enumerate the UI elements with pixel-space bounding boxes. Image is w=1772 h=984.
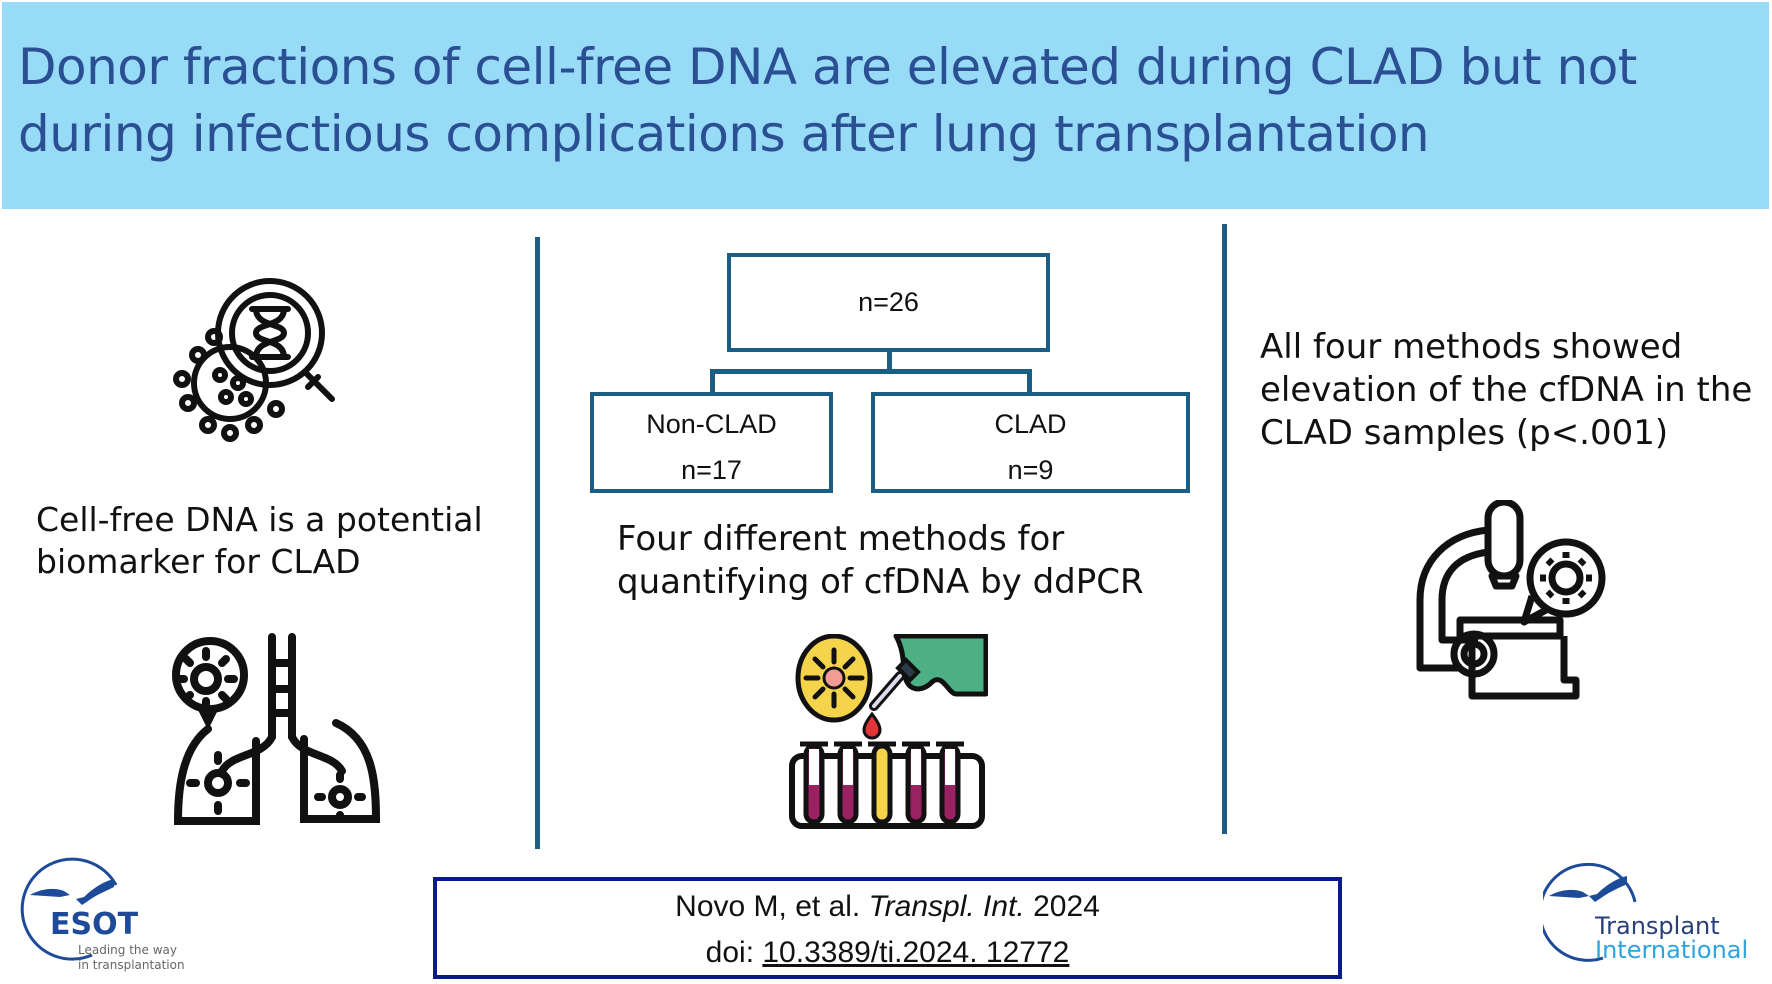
connector-stem xyxy=(887,351,892,372)
connector-bar xyxy=(710,369,1032,374)
title-banner xyxy=(2,2,1769,209)
ti-line-1: Transplant xyxy=(1595,912,1720,940)
citation-year: 2024 xyxy=(1024,890,1100,923)
microscope-virus-icon xyxy=(1416,500,1606,700)
divider-right xyxy=(1222,224,1227,834)
ti-hands-circle-icon xyxy=(1543,862,1637,962)
connector-left-drop xyxy=(710,369,715,394)
left-text-line-2: biomarker for CLAD xyxy=(36,542,361,581)
non-clad-count: n=17 xyxy=(681,455,742,485)
citation-journal: Transpl. Int. xyxy=(868,890,1025,923)
doi-link[interactable]: 10.3389/ti.2024. 12772 xyxy=(762,936,1070,969)
left-text: Cell-free DNA is a potential biomarker f… xyxy=(36,499,483,583)
doi-line: doi: 10.3389/ti.2024. 12772 xyxy=(437,930,1338,976)
title-line-1: Donor fractions of cell-free DNA are ele… xyxy=(18,38,1637,96)
ti-line-2: International xyxy=(1595,936,1749,964)
flowchart-root-box: n=26 xyxy=(727,253,1050,352)
non-clad-box: Non-CLAD n=17 xyxy=(590,392,833,493)
center-text-line-1: Four different methods for xyxy=(617,519,1065,559)
root-count: n=26 xyxy=(858,287,919,317)
left-text-line-1: Cell-free DNA is a potential xyxy=(36,500,483,539)
divider-left xyxy=(535,237,540,849)
clad-count: n=9 xyxy=(1007,455,1054,485)
esot-tagline-2: in transplantation xyxy=(78,958,185,972)
transplant-international-logo: Transplant International xyxy=(1543,862,1772,972)
connector-right-drop xyxy=(1027,369,1032,394)
pcr-lab-test-tubes-icon xyxy=(789,634,988,829)
esot-hands-circle-icon xyxy=(20,857,118,961)
esot-name: ESOT xyxy=(50,907,139,942)
right-text-line-3: CLAD samples (p<.001) xyxy=(1260,413,1669,453)
page-title: Donor fractions of cell-free DNA are ele… xyxy=(18,34,1758,168)
center-text: Four different methods for quantifying o… xyxy=(617,518,1144,604)
center-text-line-2: quantifying of cfDNA by ddPCR xyxy=(617,562,1144,602)
right-text-line-2: elevation of the cfDNA in the xyxy=(1260,370,1753,410)
non-clad-label: Non-CLAD xyxy=(646,409,777,439)
title-line-2: during infectious complications after lu… xyxy=(18,105,1430,163)
clad-box: CLAD n=9 xyxy=(871,392,1190,493)
right-text-line-1: All four methods showed xyxy=(1260,327,1683,367)
citation-box: Novo M, et al. Transpl. Int. 2024 doi: 1… xyxy=(433,877,1342,979)
citation-line: Novo M, et al. Transpl. Int. 2024 xyxy=(437,884,1338,930)
citation-authors: Novo M, et al. xyxy=(675,890,869,923)
dna-magnifier-virus-icon xyxy=(173,278,335,442)
esot-tagline-1: Leading the way xyxy=(78,943,177,957)
infected-lungs-icon xyxy=(172,633,381,825)
esot-logo: ESOT Leading the way in transplantation xyxy=(20,855,190,975)
doi-prefix: doi: xyxy=(705,936,763,969)
clad-label: CLAD xyxy=(994,409,1067,439)
right-text: All four methods showed elevation of the… xyxy=(1260,326,1752,455)
